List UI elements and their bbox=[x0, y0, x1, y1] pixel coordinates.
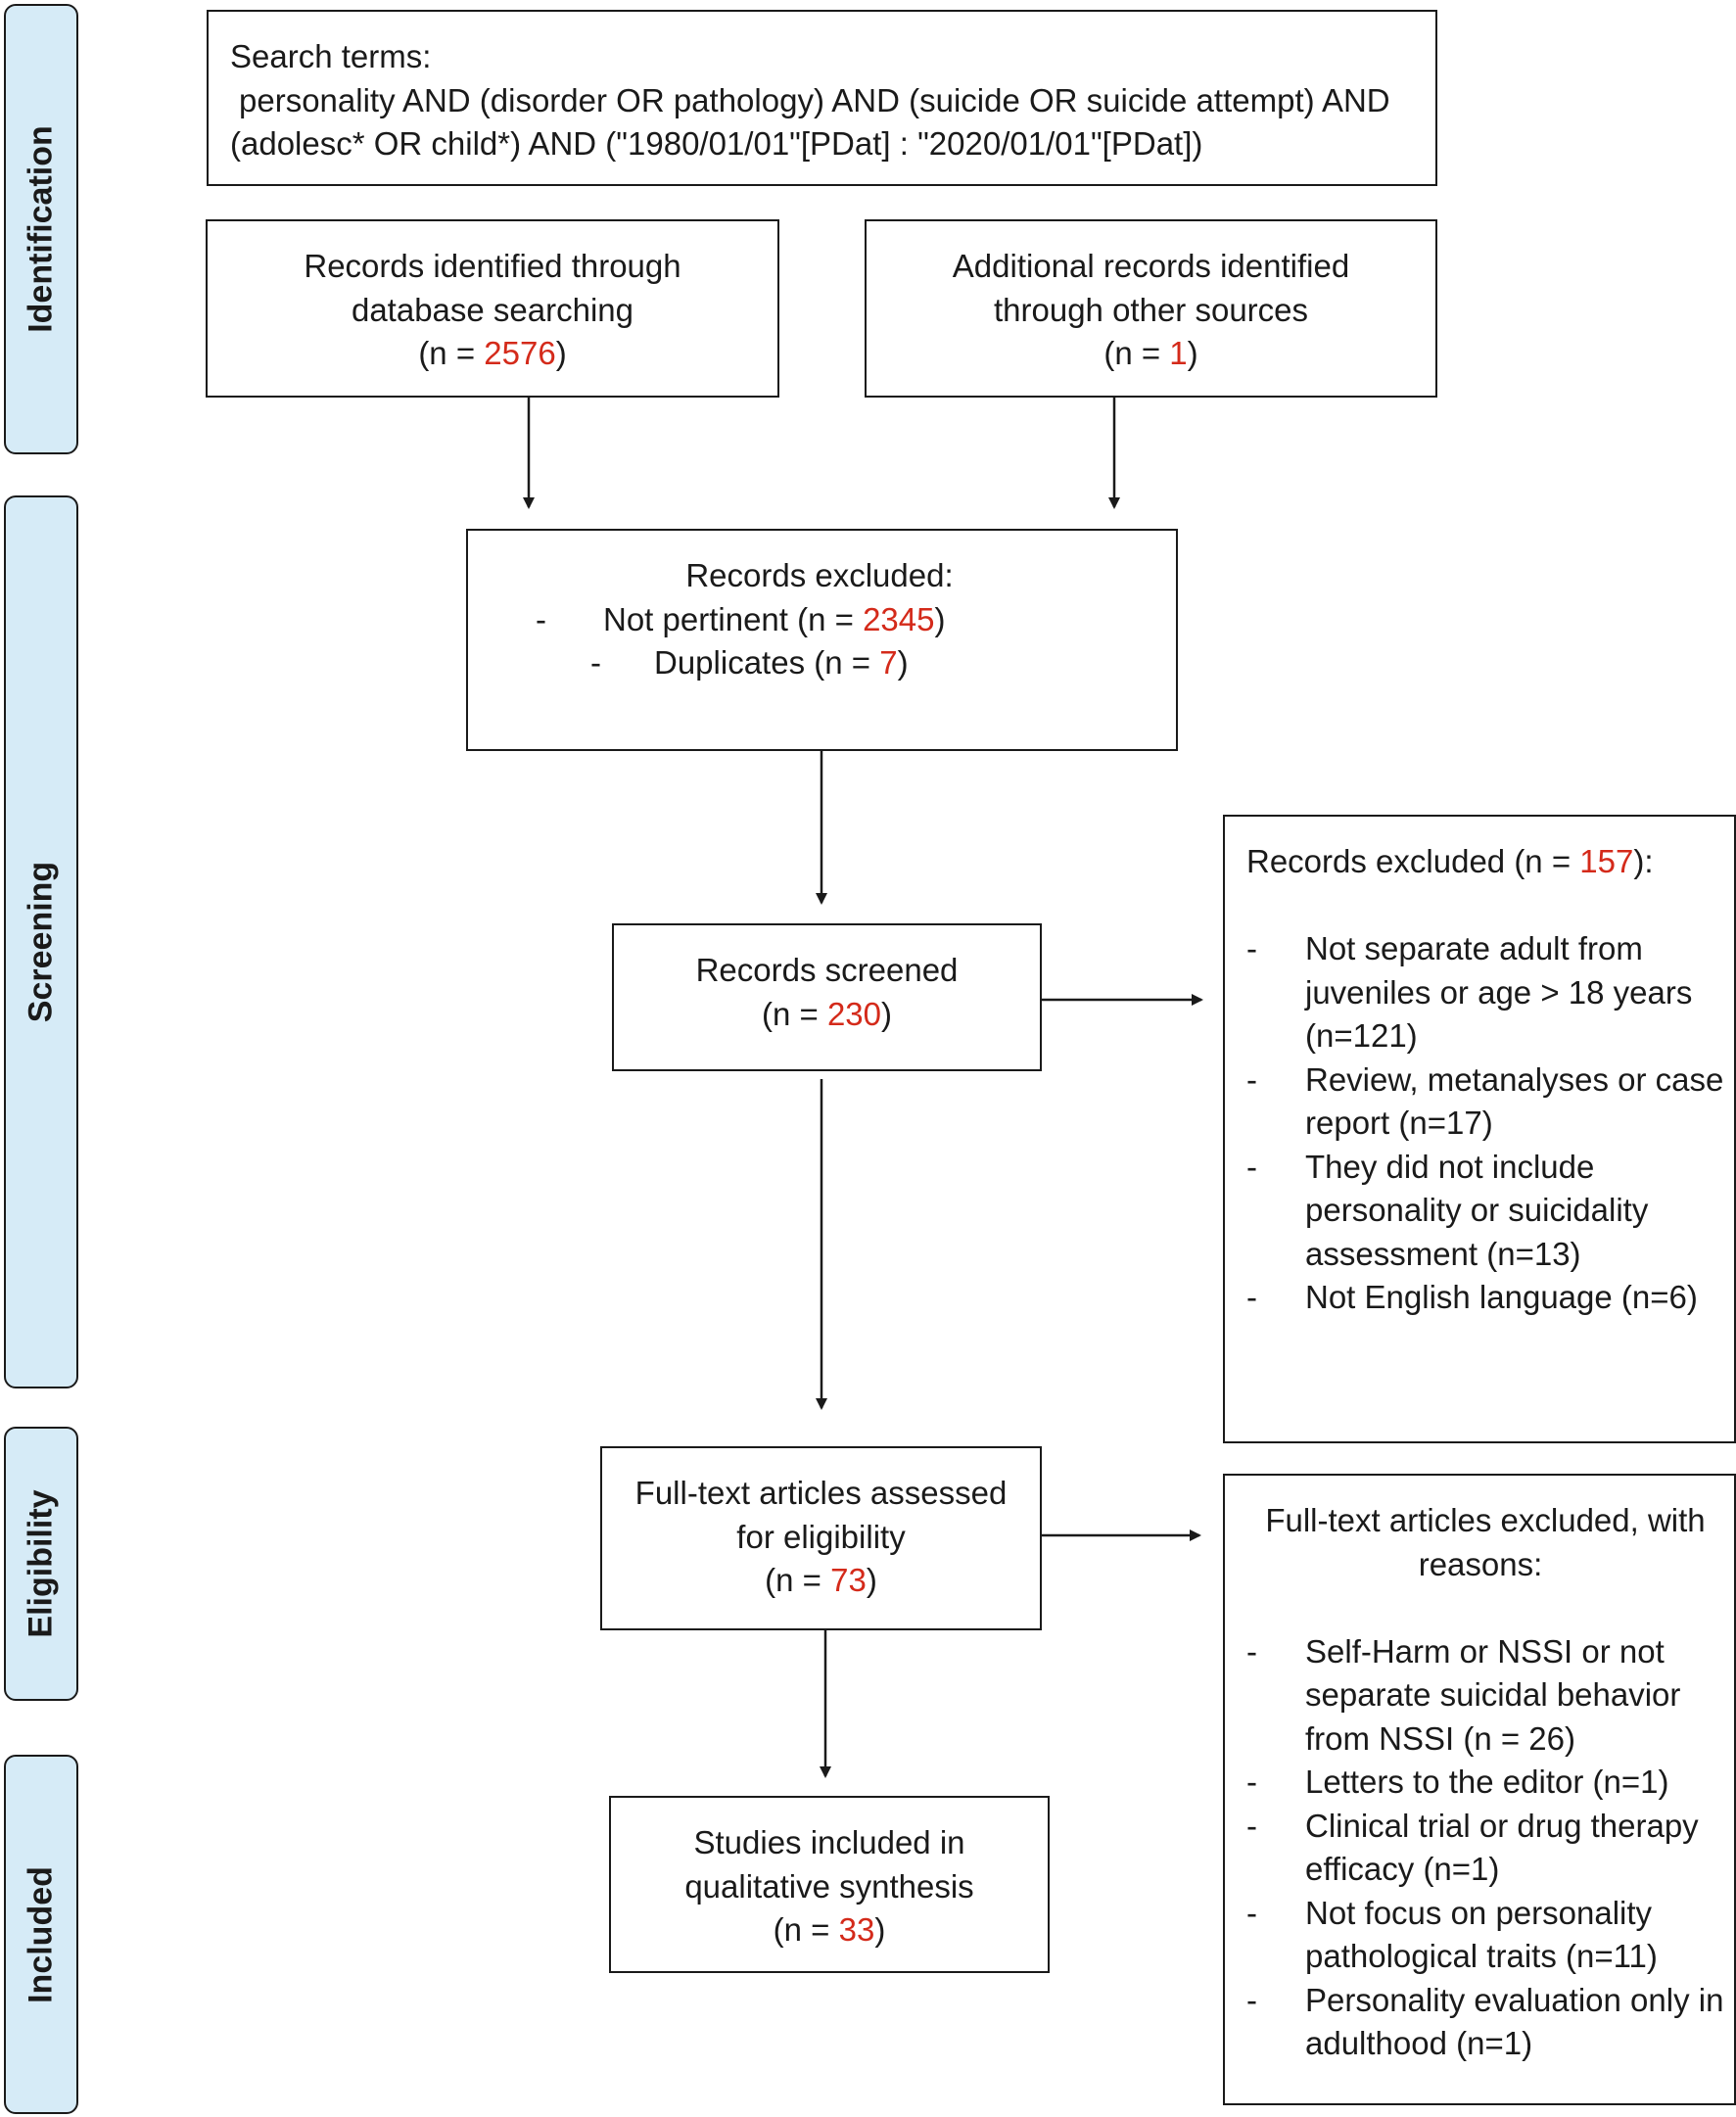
phase-identification: Identification bbox=[4, 4, 78, 454]
other-sources-line-2: through other sources bbox=[993, 291, 1309, 328]
fulltext-assessed-line-2: for eligibility bbox=[736, 1518, 906, 1555]
search-terms-line-1: personality AND (disorder OR pathology) … bbox=[239, 81, 1390, 118]
database-records-count: (n = 2576) bbox=[418, 335, 567, 371]
exclusion-reason: -Not separate adult from juveniles or ag… bbox=[1246, 930, 1693, 1054]
studies-included-box: Studies included in qualitative synthesi… bbox=[609, 1796, 1050, 1973]
fulltext-exclusion-reason: -Self-Harm or NSSI or not separate suici… bbox=[1246, 1632, 1681, 1757]
database-records-line-1: Records identified through bbox=[304, 248, 681, 284]
fulltext-excluded-title-1: Full-text articles excluded, with bbox=[1265, 1502, 1706, 1538]
fulltext-exclusion-reason: -Personality evaluation only in adulthoo… bbox=[1246, 1981, 1724, 2062]
exclusion-reason: -They did not include personality or sui… bbox=[1246, 1148, 1649, 1272]
exclusion-reason: -Review, metanalyses or case report (n=1… bbox=[1246, 1060, 1724, 1142]
records-screened-label: Records screened bbox=[695, 952, 959, 988]
other-sources-line-1: Additional records identified bbox=[952, 248, 1350, 284]
excluded-duplicates: -Duplicates (n = 7) bbox=[590, 644, 909, 681]
studies-included-line-1: Studies included in bbox=[693, 1824, 965, 1860]
fulltext-assessed-box: Full-text articles assessed for eligibil… bbox=[600, 1446, 1042, 1630]
studies-included-count: (n = 33) bbox=[773, 1911, 886, 1948]
studies-included-line-2: qualitative synthesis bbox=[684, 1867, 974, 1905]
records-excluded-157-box: Records excluded (n = 157): -Not separat… bbox=[1223, 815, 1736, 1443]
records-screened-box: Records screened (n = 230) bbox=[612, 923, 1042, 1071]
other-sources-box: Additional records identified through ot… bbox=[865, 219, 1437, 398]
database-records-line-2: database searching bbox=[351, 291, 634, 328]
fulltext-assessed-line-1: Full-text articles assessed bbox=[634, 1475, 1008, 1511]
search-terms-box: Search terms: personality AND (disorder … bbox=[207, 10, 1437, 186]
records-excluded-157-title: Records excluded (n = 157): bbox=[1246, 843, 1654, 879]
phase-included: Included bbox=[4, 1755, 78, 2114]
phase-screening: Screening bbox=[4, 495, 78, 1388]
search-terms-label: Search terms: bbox=[230, 38, 432, 74]
fulltext-exclusion-reason: -Clinical trial or drug therapy efficacy… bbox=[1246, 1807, 1699, 1888]
records-excluded-box: Records excluded: -Not pertinent (n = 23… bbox=[466, 529, 1178, 751]
database-records-box: Records identified through database sear… bbox=[206, 219, 779, 398]
exclusion-reason: -Not English language (n=6) bbox=[1246, 1279, 1698, 1315]
fulltext-exclusion-reason: -Not focus on personality pathological t… bbox=[1246, 1894, 1658, 1975]
other-sources-count: (n = 1) bbox=[1103, 335, 1198, 371]
phase-eligibility: Eligibility bbox=[4, 1427, 78, 1701]
records-screened-count: (n = 230) bbox=[761, 995, 892, 1032]
fulltext-exclusion-reason: -Letters to the editor (n=1) bbox=[1246, 1764, 1669, 1800]
fulltext-assessed-count: (n = 73) bbox=[765, 1562, 877, 1598]
fulltext-excluded-title-2: reasons: bbox=[1418, 1545, 1543, 1582]
excluded-not-pertinent: -Not pertinent (n = 2345) bbox=[536, 600, 946, 637]
records-excluded-title: Records excluded: bbox=[685, 557, 954, 593]
fulltext-excluded-box: Full-text articles excluded, with reason… bbox=[1223, 1474, 1736, 2105]
search-terms-line-2: (adolesc* OR child*) AND ("1980/01/01"[P… bbox=[230, 125, 1203, 162]
